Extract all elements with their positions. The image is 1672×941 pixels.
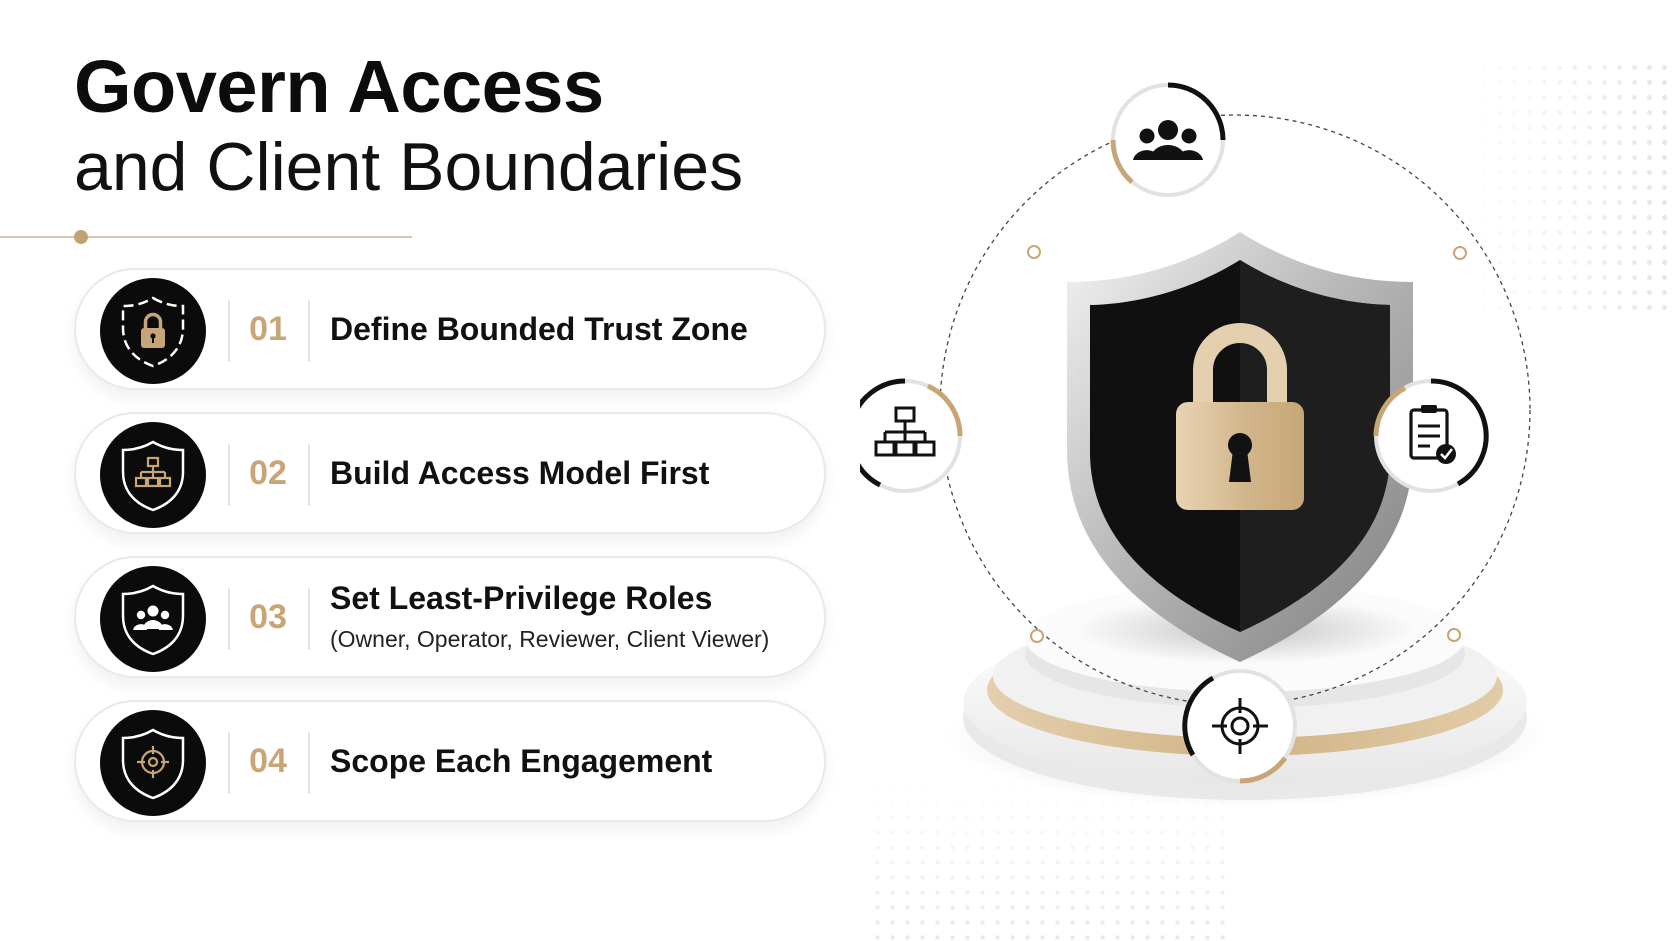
- checklist-icon: [1373, 378, 1489, 493]
- shield-users-icon: [100, 566, 206, 672]
- page-title: Govern Access: [74, 45, 604, 128]
- security-illustration: [860, 82, 1545, 807]
- separator: [308, 588, 310, 650]
- step-title: Build Access Model First: [330, 454, 710, 491]
- step-card-1: 01 Define Bounded Trust Zone: [74, 268, 826, 390]
- step-title: Set Least-Privilege Roles: [330, 580, 713, 616]
- step-title: Scope Each Engagement: [330, 742, 713, 779]
- separator: [228, 300, 230, 362]
- step-subtitle: (Owner, Operator, Reviewer, Client Viewe…: [330, 626, 770, 652]
- separator: [228, 588, 230, 650]
- shield-padlock-icon: [1067, 232, 1413, 662]
- shield-lock-icon: [100, 278, 206, 384]
- step-card-3: 03 Set Least-Privilege Roles (Owner, Ope…: [74, 556, 826, 678]
- shield-target-icon: [100, 710, 206, 816]
- divider-dot: [74, 230, 88, 244]
- separator: [228, 732, 230, 794]
- dot-pattern-decoration: [870, 780, 1230, 941]
- step-number: 02: [249, 453, 287, 492]
- title-divider: [0, 236, 412, 238]
- hierarchy-icon: [860, 378, 963, 493]
- shield-hierarchy-icon: [100, 422, 206, 528]
- separator: [308, 732, 310, 794]
- separator: [308, 444, 310, 506]
- step-number: 03: [249, 597, 287, 636]
- step-number: 01: [249, 309, 287, 348]
- orbit-ring: [939, 114, 1531, 706]
- step-card-2: 02 Build Access Model First: [74, 412, 826, 534]
- dot-pattern-decoration: [1462, 60, 1672, 320]
- step-card-4: 04 Scope Each Engagement: [74, 700, 826, 822]
- target-icon: [1182, 669, 1297, 784]
- step-title: Define Bounded Trust Zone: [330, 310, 748, 347]
- separator: [228, 444, 230, 506]
- page-subtitle: and Client Boundaries: [74, 129, 744, 205]
- users-icon: [1110, 82, 1226, 197]
- step-number: 04: [249, 741, 287, 780]
- separator: [308, 300, 310, 362]
- orbit-node: [1027, 245, 1467, 643]
